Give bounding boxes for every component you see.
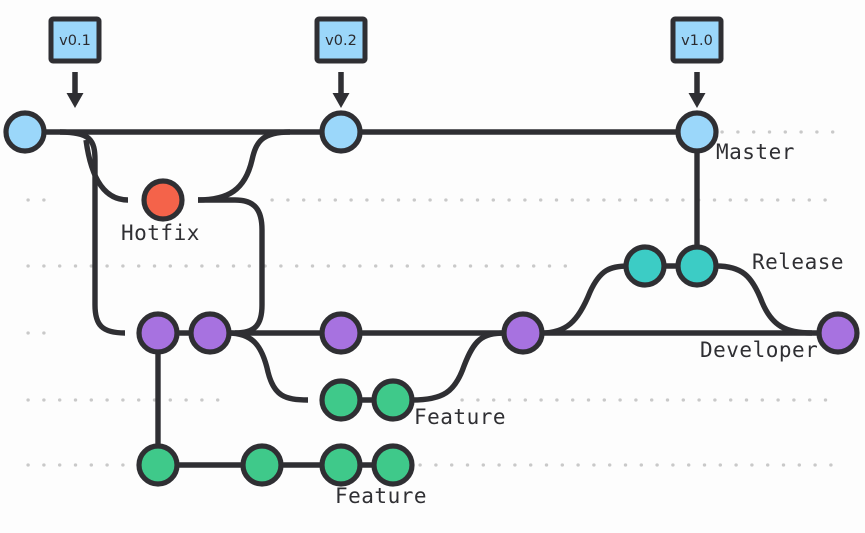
- commit-node-release[interactable]: [623, 244, 667, 288]
- branch-label-feature1: Feature: [414, 405, 506, 429]
- commit-node-master[interactable]: [3, 110, 47, 154]
- edge-feature1-merge: [411, 330, 506, 403]
- guide-lines-layer: [26, 130, 836, 467]
- branch-label-master: Master: [716, 140, 795, 164]
- branch-labels-layer: MasterHotfixReleaseDeveloperFeatureFeatu…: [121, 140, 844, 508]
- version-tag-box: [670, 16, 724, 64]
- commit-node-developer[interactable]: [136, 311, 180, 355]
- edge-release-branch-out: [540, 263, 629, 336]
- tag-arrow-down-icon: [688, 72, 706, 108]
- branch-label-developer: Developer: [700, 338, 818, 362]
- version-tag-label: v0.1: [59, 33, 91, 49]
- edge-feature1-branch-out: [227, 330, 309, 403]
- commit-node-developer[interactable]: [188, 311, 232, 355]
- edge-release-merge-dev: [715, 263, 813, 336]
- commit-node-developer[interactable]: [319, 311, 363, 355]
- commit-node-developer[interactable]: [816, 311, 860, 355]
- commit-node-hotfix[interactable]: [141, 178, 185, 222]
- tag-arrow-down-icon: [332, 72, 350, 108]
- edge-hotfix-branch-out: [83, 139, 129, 203]
- commit-node-master[interactable]: [319, 110, 363, 154]
- commit-node-feature1[interactable]: [371, 378, 415, 422]
- commit-nodes-layer: [3, 110, 860, 487]
- commit-node-developer[interactable]: [501, 311, 545, 355]
- version-tag-box: [48, 16, 102, 64]
- version-tag-v0-1[interactable]: v0.1: [48, 16, 102, 108]
- commit-node-master[interactable]: [675, 110, 719, 154]
- branch-label-feature2: Feature: [335, 484, 427, 508]
- commit-node-feature2[interactable]: [240, 443, 284, 487]
- branch-label-hotfix: Hotfix: [121, 221, 200, 245]
- commit-node-feature2[interactable]: [319, 443, 363, 487]
- commit-node-release[interactable]: [675, 244, 719, 288]
- tag-arrow-down-icon: [66, 72, 84, 108]
- commit-node-feature2[interactable]: [136, 443, 180, 487]
- commit-node-feature2[interactable]: [371, 443, 415, 487]
- edge-hotfix-merge-master: [197, 129, 291, 203]
- version-tag-label: v0.2: [325, 33, 357, 49]
- version-tag-v1-0[interactable]: v1.0: [670, 16, 724, 108]
- edge-hotfix-to-developer: [198, 197, 265, 336]
- version-tag-label: v1.0: [681, 33, 713, 49]
- commit-node-feature1[interactable]: [319, 378, 363, 422]
- version-tag-box: [314, 16, 368, 64]
- version-tag-v0-2[interactable]: v0.2: [314, 16, 368, 108]
- branch-label-release: Release: [752, 250, 844, 274]
- version-tags-layer: v0.1 v0.2 v1.0: [48, 16, 724, 108]
- edge-master-to-developer: [59, 129, 126, 336]
